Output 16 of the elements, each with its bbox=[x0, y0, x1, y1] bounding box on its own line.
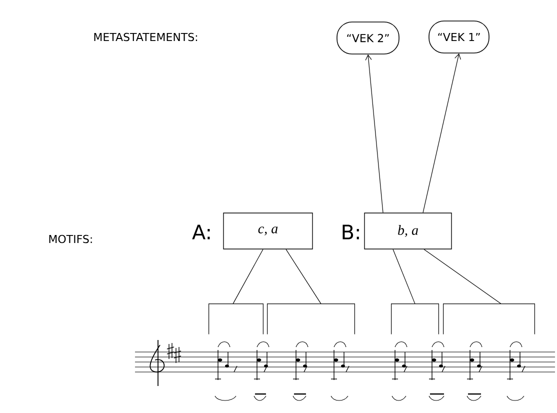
connector-line bbox=[392, 249, 416, 304]
motif-letter: B: bbox=[342, 224, 359, 240]
bracket bbox=[267, 304, 355, 334]
motif-letter: A: bbox=[192, 224, 210, 240]
connector-line bbox=[422, 53, 461, 213]
motif-box: c, a bbox=[223, 212, 313, 250]
connector-line bbox=[365, 54, 384, 213]
connector-line bbox=[232, 249, 264, 304]
bracket bbox=[443, 304, 535, 334]
motif-box: b, a bbox=[364, 212, 452, 250]
section-label: METASTATEMENTS: bbox=[94, 32, 198, 42]
section-label: MOTIFS: bbox=[49, 234, 92, 244]
connector-line bbox=[424, 249, 502, 304]
bracket bbox=[208, 304, 264, 334]
connector-line bbox=[286, 249, 322, 304]
bracket bbox=[391, 304, 439, 334]
